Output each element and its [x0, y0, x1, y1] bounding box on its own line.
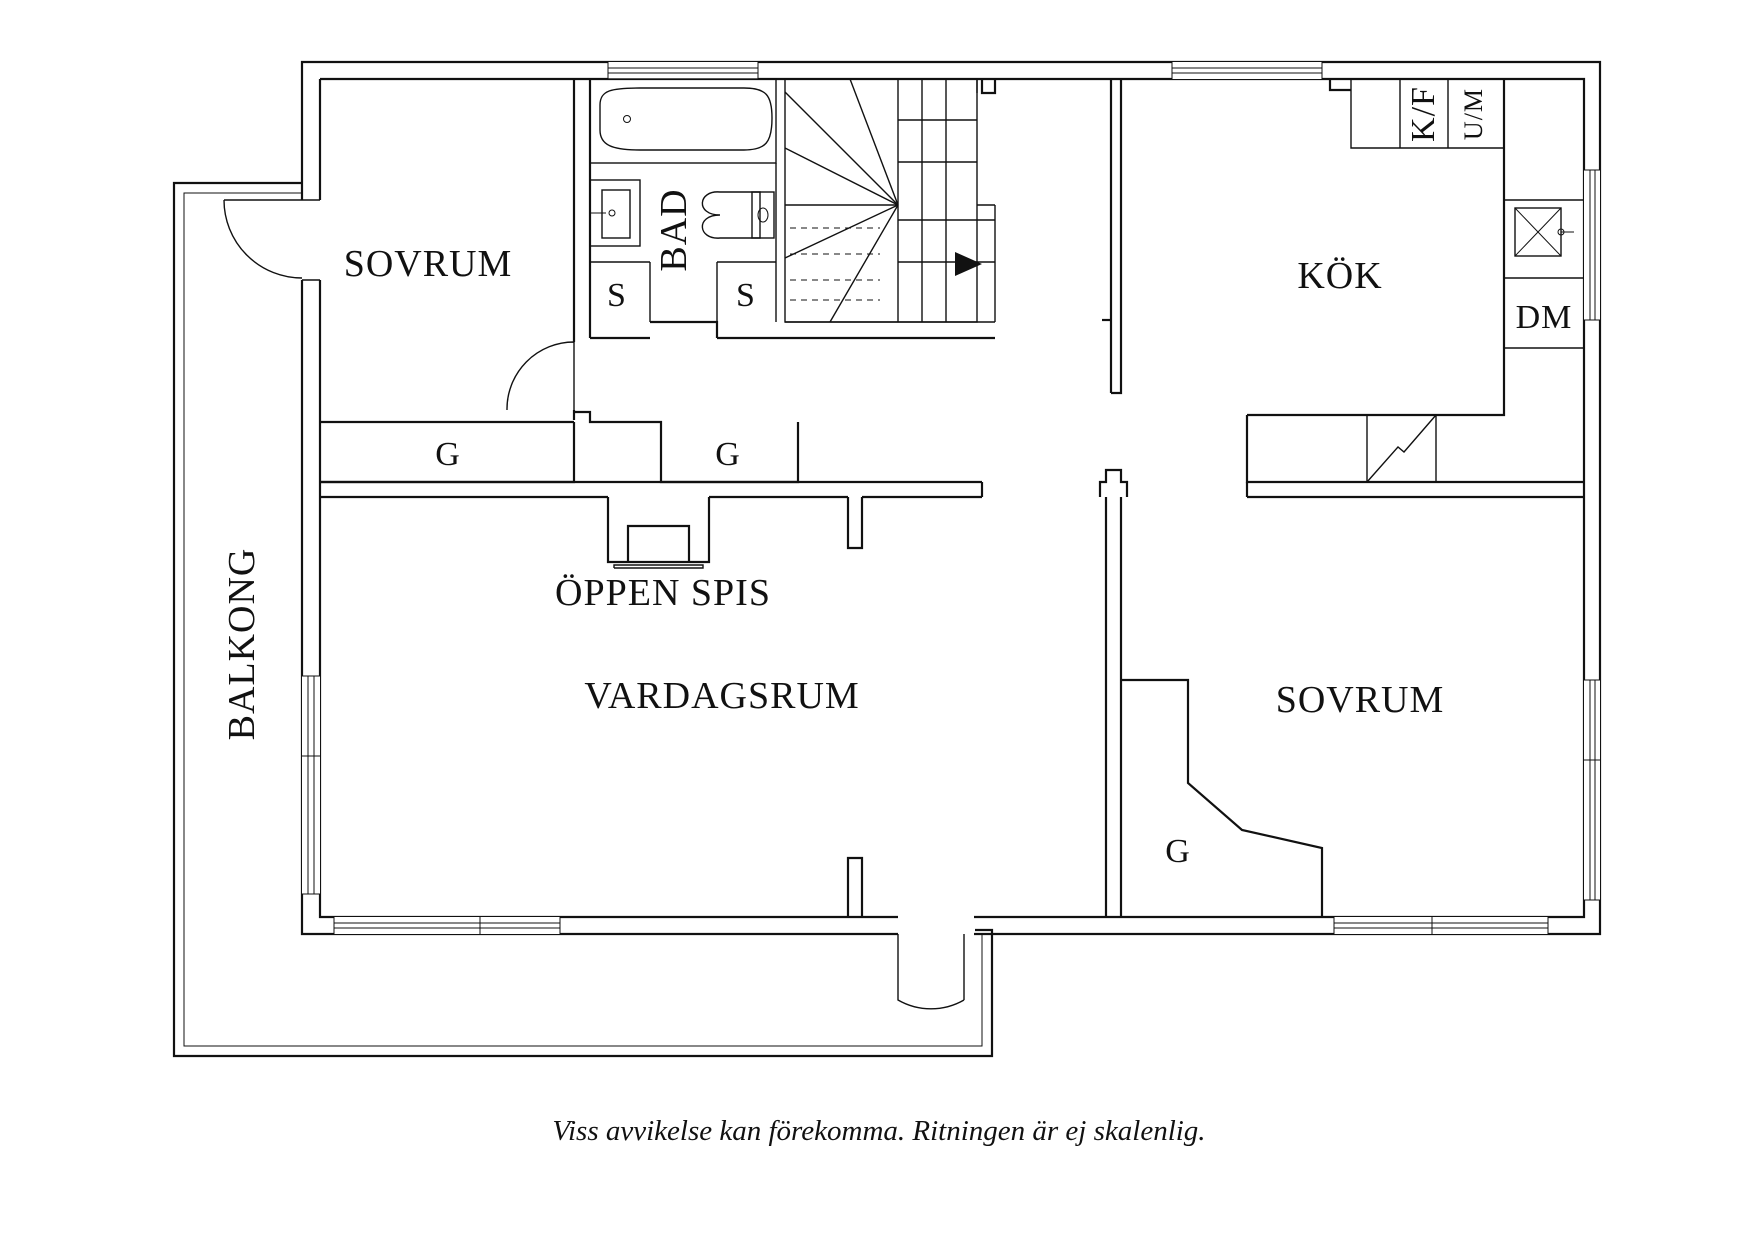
- stairs-arrow-icon: [955, 252, 982, 276]
- label-dm: DM: [1516, 299, 1573, 336]
- windows: [302, 62, 1600, 934]
- label-g-center: G: [715, 436, 741, 473]
- balcony: [172, 181, 994, 1058]
- doors: [223, 199, 974, 1010]
- label-balkong: BALKONG: [221, 548, 263, 741]
- label-vardagsrum: VARDAGSRUM: [584, 675, 859, 717]
- label-kf: K/F: [1405, 86, 1442, 142]
- interior-walls: [320, 79, 1584, 917]
- disclaimer-caption: Viss avvikelse kan förekomma. Ritningen …: [552, 1115, 1205, 1147]
- label-um: U/M: [1459, 88, 1488, 140]
- label-sovrum-west: SOVRUM: [344, 243, 513, 285]
- label-kok: KÖK: [1297, 255, 1382, 297]
- label-g-east: G: [1165, 833, 1191, 870]
- label-g-west: G: [435, 436, 461, 473]
- kitchen-fixtures: [1514, 207, 1574, 257]
- label-sovrum-east: SOVRUM: [1276, 679, 1445, 721]
- staircase: [784, 78, 996, 323]
- bathroom-fixtures: [589, 78, 777, 322]
- label-bad: BAD: [653, 188, 695, 271]
- label-s-right: S: [736, 277, 756, 314]
- label-oppen-spis: ÖPPEN SPIS: [555, 572, 771, 614]
- label-s-left: S: [607, 277, 627, 314]
